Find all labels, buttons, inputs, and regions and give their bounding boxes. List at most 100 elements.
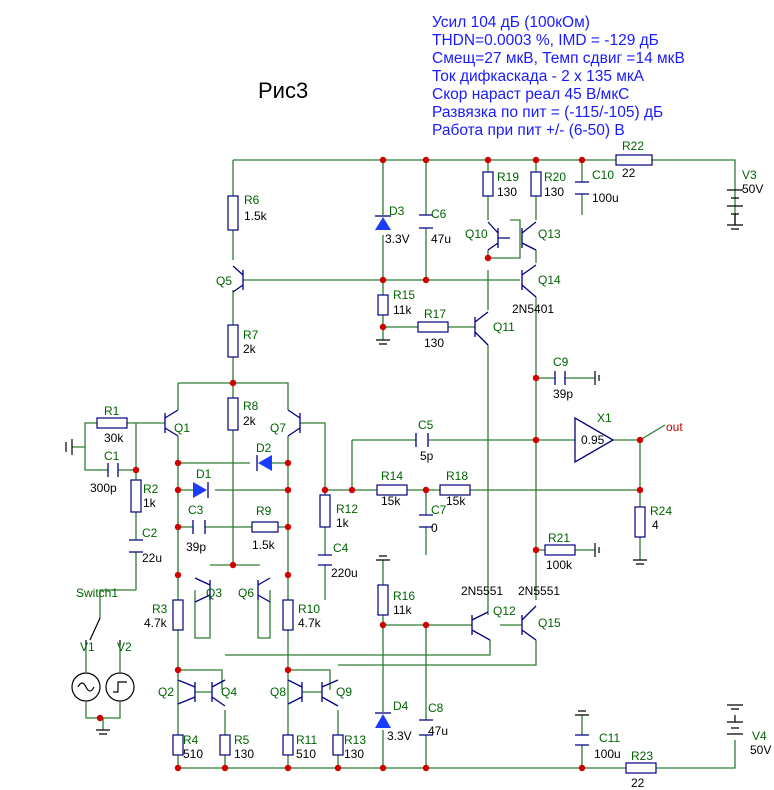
value-x1: 0.95 [581, 433, 605, 447]
junction-dot [348, 486, 356, 494]
value-c8: 47u [428, 724, 448, 738]
resistor-r15 [377, 294, 389, 316]
label-q12: Q12 [493, 604, 516, 618]
label-q5: Q5 [216, 274, 232, 288]
capacitor-c1 [107, 463, 119, 477]
ground-symbols [65, 339, 647, 735]
wires [72, 159, 736, 769]
junction-dot [636, 486, 644, 494]
label-c6: C6 [431, 207, 447, 221]
label-c5: C5 [418, 418, 434, 432]
label-c10: C10 [592, 168, 614, 182]
resistor-r18 [439, 484, 471, 496]
label-q13: Q13 [538, 227, 561, 241]
value-r23: 22 [631, 776, 645, 790]
value-c1: 300p [90, 481, 117, 495]
junction-dot [532, 436, 540, 444]
value-c4: 220u [331, 566, 358, 580]
label-q15: Q15 [538, 616, 561, 630]
supply-v4 [727, 704, 743, 735]
buffer-x1 [574, 416, 615, 464]
resistor-r6 [227, 195, 239, 231]
spec-line: Развязка по пит = (-115/-105) дБ [432, 104, 663, 121]
label-r4: R4 [183, 733, 199, 747]
junction-dot [174, 666, 182, 674]
value-c3: 39p [186, 540, 206, 554]
value-r9: 1.5k [252, 538, 276, 552]
label-r11: R11 [296, 733, 317, 747]
diode-d4 [375, 714, 391, 728]
junction-dot [532, 374, 540, 382]
junction-dot [379, 323, 387, 331]
value-r22: 22 [622, 166, 636, 180]
junction-dot [422, 156, 430, 164]
junction-dot [578, 156, 586, 164]
value-q15: 2N5551 [518, 584, 560, 598]
value-c7: 0 [431, 521, 438, 535]
junction-dot [284, 486, 292, 494]
transistor-q7 [287, 409, 301, 437]
label-r14: R14 [381, 469, 403, 483]
transistors [164, 221, 537, 707]
label-c4: C4 [333, 541, 349, 555]
value-c11: 100u [594, 747, 621, 761]
label-r3: R3 [152, 602, 168, 616]
value-r19: 130 [497, 185, 517, 199]
value-r10: 4.7k [298, 616, 322, 630]
label-q8: Q8 [270, 685, 286, 699]
transistor-q1 [164, 409, 179, 437]
label-r2: R2 [143, 482, 159, 496]
junction-dots [96, 156, 644, 772]
spec-line: Работа при пит +/- (6-50) В [432, 122, 625, 139]
value-v3: 50V [742, 182, 763, 196]
junction-dot [636, 436, 644, 444]
value-r5: 130 [234, 747, 254, 761]
label-d4: D4 [393, 699, 409, 713]
value-r2: 1k [143, 496, 157, 510]
label-r20: R20 [544, 170, 566, 184]
value-r13: 130 [344, 747, 364, 761]
specs-block: Усил 104 дБ (100кОм) THDN=0.0003 %, IMD … [432, 14, 685, 139]
label-r8: R8 [243, 399, 259, 413]
label-r1: R1 [104, 404, 120, 418]
switch1 [85, 617, 121, 645]
junction-dot [96, 714, 104, 722]
junction-dot [174, 486, 182, 494]
diodes [193, 215, 391, 728]
resistor-r23 [625, 762, 657, 774]
label-c1: C1 [104, 449, 120, 463]
component-labels: R6 1.5k D3 3.3V C6 47u R19 130 R20 130 C… [76, 139, 771, 790]
value-q12: 2N5551 [461, 584, 503, 598]
transistor-q11 [474, 311, 489, 346]
junction-dot [422, 621, 430, 629]
value-r12: 1k [336, 516, 350, 530]
value-r1: 30k [104, 431, 124, 445]
label-q1: Q1 [174, 421, 190, 435]
value-q14: 2N5401 [512, 302, 554, 316]
resistor-r12 [319, 494, 331, 528]
resistor-r3 [172, 599, 184, 631]
label-q4: Q4 [221, 685, 237, 699]
label-q10: Q10 [465, 227, 488, 241]
label-x1: X1 [597, 411, 612, 425]
capacitor-c9 [554, 371, 566, 385]
label-r7: R7 [243, 328, 259, 342]
junction-dot [578, 764, 586, 772]
resistor-r9 [251, 521, 279, 533]
label-v2: V2 [117, 640, 132, 654]
resistor-r22 [615, 154, 653, 166]
label-d3: D3 [389, 204, 405, 218]
junction-dot [229, 379, 237, 387]
label-c8: C8 [428, 701, 444, 715]
transistor-q15 [521, 605, 537, 641]
junction-dot [132, 466, 140, 474]
label-r9: R9 [256, 504, 272, 518]
junction-dot [422, 486, 430, 494]
label-r23: R23 [631, 749, 653, 763]
junction-dot [379, 276, 387, 284]
junction-dot [221, 764, 229, 772]
label-r17: R17 [424, 307, 446, 321]
label-r12: R12 [336, 502, 358, 516]
label-r15: R15 [393, 288, 415, 302]
